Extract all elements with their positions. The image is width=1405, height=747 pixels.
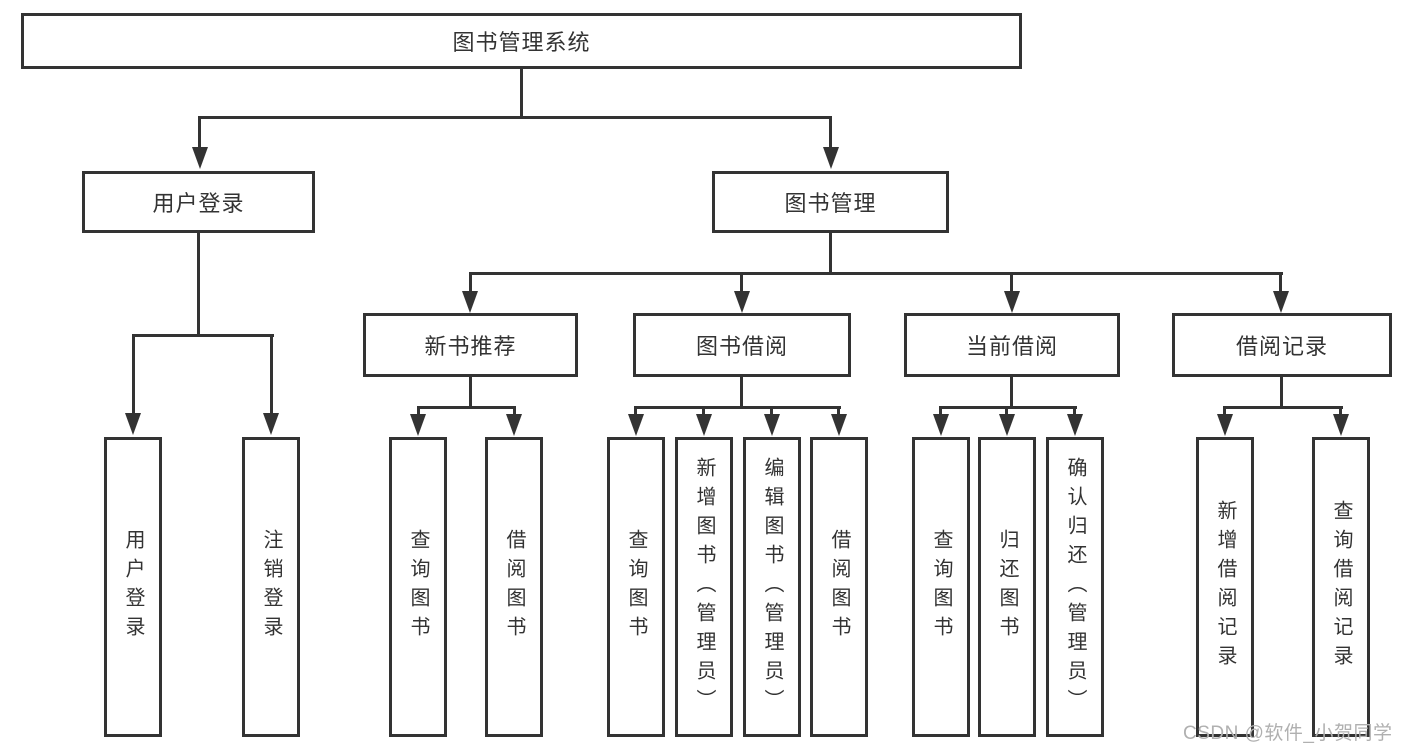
connector-root-stem [520,67,523,119]
arrowhead-down-icon [410,414,426,436]
node-library-system: 图书管理系统 [21,13,1022,69]
arrowhead-down-icon [764,414,780,436]
node-book-management: 图书管理 [712,171,949,233]
connector-to-leaf [770,406,773,418]
leaf-return-books: 归还图书 [978,437,1036,737]
arrowhead-down-icon [696,414,712,436]
leaf-query-borrow-record: 查询借阅记录 [1312,437,1370,737]
connector-new-book-stem [469,377,472,409]
connector-to-book-borrow [740,272,743,293]
connector-to-leaf [270,334,273,416]
leaf-logout: 注销登录 [242,437,300,737]
connector-to-leaf [939,406,942,418]
arrowhead-down-icon [462,291,478,313]
arrowhead-down-icon [734,291,750,313]
connector-book-management-stem [829,233,832,275]
node-new-book-recommendation: 新书推荐 [363,313,578,377]
connector-root-branch [198,116,832,119]
leaf-add-borrow-record: 新增借阅记录 [1196,437,1254,737]
connector-borrow-records-branch [1223,406,1343,409]
leaf-user-login: 用户登录 [104,437,162,737]
connector-to-leaf [132,334,135,416]
connector-to-leaf [634,406,637,418]
connector-to-leaf [417,406,420,418]
leaf-confirm-return-admin: 确认归还（管理员） [1046,437,1104,737]
arrowhead-down-icon [506,414,522,436]
arrowhead-down-icon [1333,414,1349,436]
leaf-query-books-borrow: 查询图书 [607,437,665,737]
arrowhead-down-icon [999,414,1015,436]
arrowhead-down-icon [1217,414,1233,436]
connector-to-leaf [1005,406,1008,418]
connector-to-user-login [198,116,201,150]
arrowhead-down-icon [823,147,839,169]
leaf-query-books-current: 查询图书 [912,437,970,737]
csdn-watermark: CSDN @软件_小贺同学 [1183,723,1393,744]
leaf-query-books-recommend: 查询图书 [389,437,447,737]
arrowhead-down-icon [933,414,949,436]
arrowhead-down-icon [125,413,141,435]
node-borrowing-records: 借阅记录 [1172,313,1392,377]
arrowhead-down-icon [1004,291,1020,313]
connector-user-login-stem [197,233,200,337]
connector-current-borrow-branch [939,406,1077,409]
arrowhead-down-icon [263,413,279,435]
connector-to-leaf [702,406,705,418]
connector-to-leaf [1073,406,1076,418]
connector-to-book-management [829,116,832,150]
connector-to-new-book [469,272,472,293]
arrowhead-down-icon [1067,414,1083,436]
connector-to-leaf [513,406,516,418]
connector-new-book-branch [417,406,515,409]
connector-to-current-borrow [1010,272,1013,293]
leaf-edit-book-admin: 编辑图书（管理员） [743,437,801,737]
connector-book-management-branch [469,272,1283,275]
connector-to-borrow-records [1279,272,1282,293]
connector-book-borrow-branch [634,406,841,409]
connector-borrow-records-stem [1280,377,1283,409]
leaf-borrow-books-borrow: 借阅图书 [810,437,868,737]
connector-book-borrow-stem [740,377,743,409]
connector-to-leaf [1339,406,1342,418]
arrowhead-down-icon [192,147,208,169]
connector-current-borrow-stem [1010,377,1013,409]
node-book-borrowing: 图书借阅 [633,313,851,377]
connector-to-leaf [1223,406,1226,418]
arrowhead-down-icon [628,414,644,436]
leaf-borrow-books-recommend: 借阅图书 [485,437,543,737]
arrowhead-down-icon [1273,291,1289,313]
arrowhead-down-icon [831,414,847,436]
connector-user-login-branch [132,334,274,337]
node-user-login: 用户登录 [82,171,315,233]
node-current-borrowing: 当前借阅 [904,313,1120,377]
connector-to-leaf [837,406,840,418]
leaf-add-book-admin: 新增图书（管理员） [675,437,733,737]
